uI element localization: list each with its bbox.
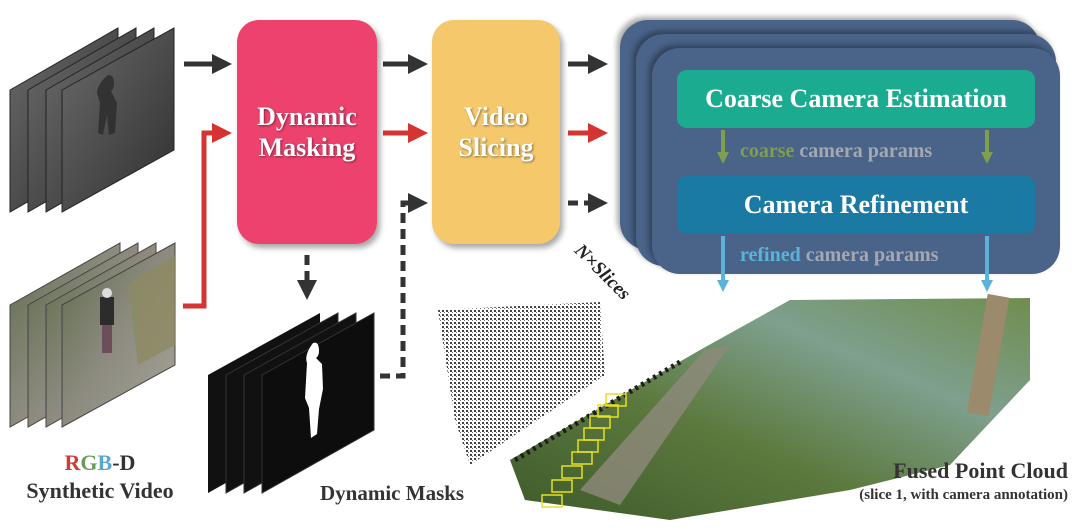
input-label-line2: Synthetic Video: [26, 478, 174, 503]
coarse-camera-estimation-label: Coarse Camera Estimation: [705, 84, 1007, 113]
fused-point-cloud-sublabel: (slice 1, with camera annotation): [859, 487, 1068, 503]
coarse-params-rest: camera params: [794, 140, 933, 162]
video-slicing-line2: Slicing: [458, 133, 534, 162]
camera-frustum: [605, 393, 627, 407]
coarse-camera-estimation-box: Coarse Camera Estimation: [677, 70, 1035, 128]
rgbd-letter-g: G: [80, 450, 98, 475]
refined-params-highlight: refined: [740, 244, 801, 266]
camera-frustum: [541, 494, 563, 508]
rgbd-letter-d: -D: [112, 450, 136, 475]
dynamic-masking-line2: Masking: [258, 133, 356, 162]
coarse-params-label: coarse camera params: [740, 140, 932, 163]
fused-point-cloud: [438, 293, 1030, 520]
input-label: RGB-D: [0, 450, 200, 476]
refined-params-rest: camera params: [800, 244, 939, 266]
depth-frame: [61, 27, 175, 213]
dynamic-masking-line1: Dynamic: [257, 101, 357, 131]
rgbd-letter-r: R: [64, 450, 81, 475]
dynamic-masks-label: Dynamic Masks: [320, 481, 465, 505]
coarse-params-highlight: coarse: [740, 140, 795, 162]
camera-annotations: [541, 393, 627, 508]
camera-frustum: [551, 479, 573, 493]
mask-frame: [261, 312, 375, 494]
depth-video-frames: [9, 27, 175, 213]
camera-refinement-box: Camera Refinement: [677, 176, 1035, 234]
person-mask-silhouette: [305, 342, 323, 438]
refined-params-label: refined camera params: [740, 244, 938, 267]
camera-frustum: [589, 415, 611, 429]
video-slicing-line1: Video: [463, 101, 529, 131]
rgbd-letter-b: B: [97, 450, 113, 475]
fused-point-cloud-label: Fused Point Cloud: [893, 458, 1068, 483]
point-cloud-tree: [966, 293, 1010, 416]
camera-refinement-label: Camera Refinement: [743, 190, 969, 219]
person-silhouette-depth: [97, 75, 117, 135]
rgb-frame: [61, 242, 176, 428]
dynamic-mask-frames: [208, 312, 375, 494]
rgb-video-frames: [9, 242, 176, 428]
point-cloud-path: [580, 345, 730, 505]
camera-frustum: [561, 465, 583, 479]
camera-frustum: [597, 404, 619, 418]
point-cloud-wall: [438, 302, 605, 465]
arrow-rgb-to-masking: [183, 123, 232, 309]
